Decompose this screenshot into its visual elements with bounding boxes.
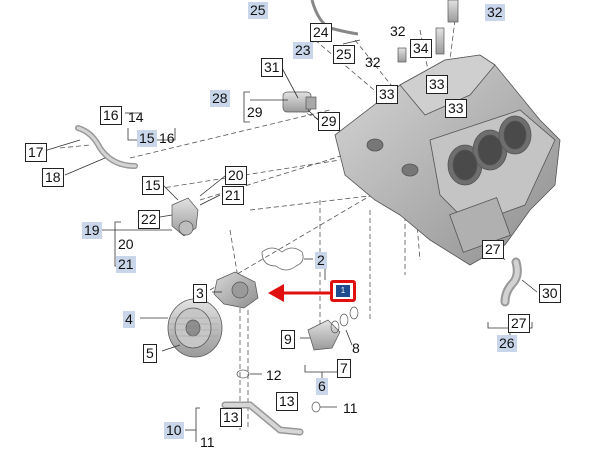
- part-label[interactable]: 32: [485, 4, 505, 21]
- part-label[interactable]: 15: [142, 176, 164, 195]
- part-label[interactable]: 10: [164, 422, 184, 439]
- part-label[interactable]: 16: [100, 106, 122, 125]
- part-label[interactable]: 23: [293, 42, 313, 59]
- gasket-artwork: [261, 247, 304, 271]
- hose-artwork: [500, 257, 522, 307]
- part-label[interactable]: 24: [310, 23, 332, 42]
- sensor-part-artwork: [282, 91, 317, 113]
- part-label[interactable]: 8: [352, 340, 360, 356]
- part-label[interactable]: 17: [25, 143, 47, 162]
- part-label[interactable]: 13: [220, 408, 242, 427]
- coolant-pipe-artwork: [75, 125, 138, 169]
- part-label[interactable]: 9: [281, 330, 295, 349]
- part-label[interactable]: 12: [266, 367, 282, 383]
- part-label[interactable]: 30: [539, 284, 561, 303]
- part-label[interactable]: 2: [315, 252, 327, 269]
- part-label[interactable]: 11: [200, 434, 215, 450]
- part-label[interactable]: 20: [225, 166, 247, 185]
- part-label[interactable]: 15: [137, 130, 157, 147]
- part-label[interactable]: 14: [128, 109, 144, 125]
- highlight-arrow: [268, 284, 330, 302]
- part-label[interactable]: 13: [276, 392, 298, 411]
- part-label[interactable]: 29: [247, 104, 263, 120]
- lower-pipe-artwork: [221, 369, 321, 436]
- part-label[interactable]: 19: [82, 222, 102, 239]
- part-label[interactable]: 6: [316, 378, 328, 395]
- highlight-callout-number: 1: [336, 285, 350, 297]
- part-label[interactable]: 21: [222, 186, 244, 205]
- part-label[interactable]: 18: [42, 168, 64, 187]
- part-label[interactable]: 4: [123, 311, 135, 328]
- connector-artwork: [307, 306, 359, 351]
- part-label[interactable]: 32: [365, 54, 381, 70]
- part-label[interactable]: 34: [410, 39, 432, 58]
- part-label[interactable]: 11: [343, 400, 358, 416]
- coolant-pump-artwork: [213, 271, 259, 309]
- part-label[interactable]: 33: [376, 85, 398, 104]
- part-label[interactable]: 7: [337, 359, 351, 378]
- part-label[interactable]: 32: [390, 23, 406, 39]
- part-label[interactable]: 5: [143, 344, 157, 363]
- highlight-callout[interactable]: 1: [330, 280, 356, 302]
- part-label[interactable]: 28: [210, 90, 230, 107]
- part-label[interactable]: 22: [138, 210, 160, 229]
- part-label[interactable]: 26: [497, 335, 517, 352]
- part-label[interactable]: 25: [333, 45, 355, 64]
- part-label[interactable]: 21: [116, 256, 136, 273]
- part-label[interactable]: 33: [426, 75, 448, 94]
- part-label[interactable]: 27: [508, 314, 530, 333]
- part-label[interactable]: 20: [118, 236, 134, 252]
- part-label[interactable]: 33: [445, 99, 467, 118]
- part-label[interactable]: 25: [248, 2, 268, 19]
- engine-block-artwork: [334, 54, 561, 266]
- part-label[interactable]: 29: [318, 112, 340, 131]
- part-label[interactable]: 27: [482, 240, 504, 259]
- thermostat-housing-artwork: [171, 197, 199, 237]
- pulley-artwork: [167, 298, 223, 358]
- part-label[interactable]: 3: [193, 284, 207, 303]
- part-label[interactable]: 31: [261, 58, 283, 77]
- part-label[interactable]: 16: [159, 130, 175, 146]
